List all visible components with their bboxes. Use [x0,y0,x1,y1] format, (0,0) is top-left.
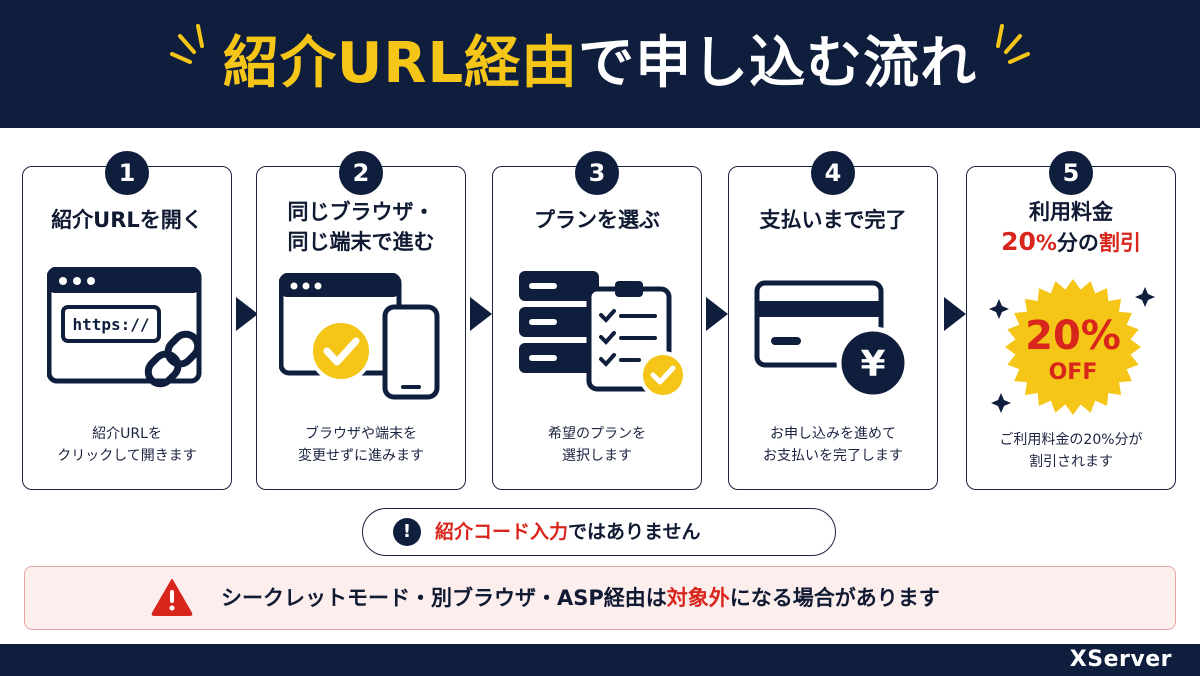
step-number-badge: 1 [105,151,149,195]
badge-off-text: OFF [1049,360,1098,385]
step-description: ご利用料金の20%分が 割引されます [999,432,1143,470]
arrow-right-icon [236,297,258,331]
badge-percent-text: 20% [1025,313,1121,359]
discount-burst-badge: 20% OFF [989,279,1155,415]
notice-pill: ! 紹介コード入力ではありません [362,508,836,556]
step-card-3: 3 プランを選ぶ 希望のプランを 選択します [492,151,702,490]
warning-text: シークレットモード・別ブラウザ・ASP経由は対象外になる場合があります [221,567,940,629]
url-text: https:// [72,315,149,334]
step-title-line-1: 同じブラウザ・ [287,200,435,224]
discount-percent-sign: % [1035,231,1057,255]
step-description: 希望のプランを 選択します [548,426,646,464]
step-number-badge: 5 [1049,151,1093,195]
step-card-5: 5 利用料金 20%分の割引 20% OFF ご利用料金の20%分が 割引されま… [966,151,1176,490]
arrow-right-icon [944,297,966,331]
notice-rest-text: ではありません [568,521,701,543]
discount-value: 20 [1001,227,1036,256]
warning-banner: シークレットモード・別ブラウザ・ASP経由は対象外になる場合があります [24,566,1176,630]
step-number-badge: 4 [811,151,855,195]
sparkle-lines-left-icon [170,24,204,64]
step-card-4: 4 支払いまで完了 ¥ お申し込みを進めて お支払いを完了します [728,151,938,490]
discount-label: 割引 [1098,231,1141,255]
step-number-badge: 3 [575,151,619,195]
warning-red-text: 対象外 [666,586,730,610]
notice-red-text: 紹介コード入力 [435,521,569,543]
discount-mid: 分の [1056,231,1099,255]
step-card-1: 1 紹介URLを開く https:// 紹介URLを クリックして開きます [22,151,232,490]
notice-text: 紹介コード入力ではありません [435,509,700,555]
step-title-line-2: 同じ端末で進む [287,230,435,254]
page-title-rest: で申し込む流れ [578,31,978,96]
arrow-right-icon [470,297,492,331]
step-title-line-1: 利用料金 [1029,200,1113,224]
page-title-highlight: 紹介URL経由 [222,31,579,96]
step-description: 紹介URLを クリックして開きます [57,426,197,464]
browser-link-icon: https:// [47,267,202,388]
step-title: 紹介URLを開く [51,208,203,232]
arrow-right-icon [706,297,728,331]
sparkle-icon [1135,287,1155,307]
footer-bar: XServer [0,644,1200,676]
sparkle-lines-right-icon [996,24,1030,64]
step-description: ブラウザや端末を 変更せずに進みます [298,426,424,464]
step-title-line-2: 20%分の割引 [967,227,1175,258]
step-description: お申し込みを進めて お支払いを完了します [763,426,903,464]
credit-card-yen-icon: ¥ [754,280,910,400]
yen-glyph: ¥ [860,344,885,385]
warning-text-after: になる場合があります [729,586,940,610]
brand-logo-text: XServer [1069,647,1172,672]
browser-phone-check-icon [279,273,440,400]
step-card-2: 2 同じブラウザ・ 同じ端末で進む ブラウザや端末を 変更せずに進みます [256,151,466,490]
sparkle-icon [989,299,1009,319]
step-number-badge: 2 [339,151,383,195]
step-title: 支払いまで完了 [759,208,907,232]
exclamation-circle-icon: ! [393,518,421,546]
server-checklist-icon [519,271,687,399]
step-title: プランを選ぶ [534,208,660,232]
warning-triangle-icon [151,579,193,616]
warning-text-before: シークレットモード・別ブラウザ・ASP経由は [221,586,667,610]
header-banner: 紹介URL経由で申し込む流れ [0,0,1200,128]
sparkle-icon [991,393,1011,413]
page-title: 紹介URL経由で申し込む流れ [0,28,1200,100]
